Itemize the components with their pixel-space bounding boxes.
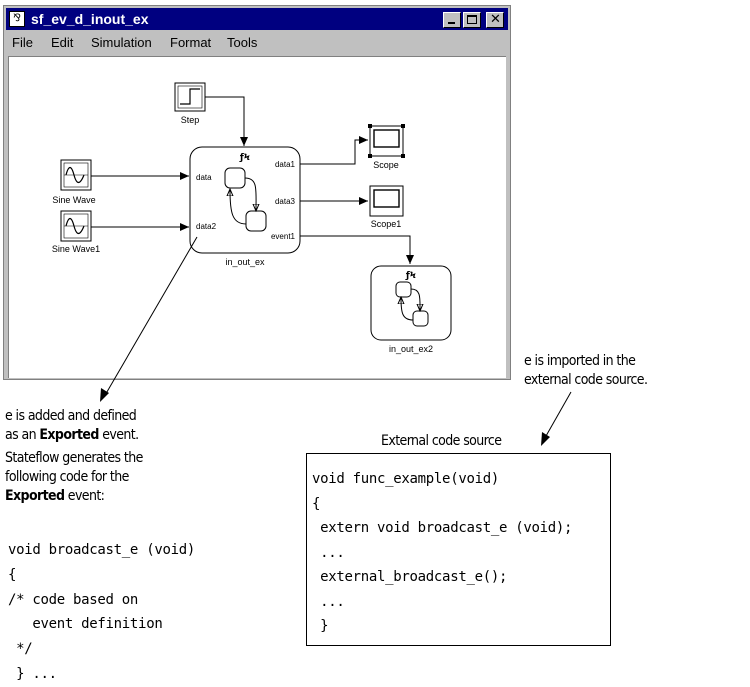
port-data: data [196, 173, 212, 182]
code-line: event definition [8, 616, 163, 633]
state-b [245, 210, 267, 232]
step-icon [180, 88, 200, 105]
menu-edit[interactable]: Edit [51, 35, 74, 50]
sine-wave1-block[interactable] [60, 210, 92, 242]
menu-tools[interactable]: Tools [227, 35, 258, 50]
generated-code-block: void broadcast_e (void) { /* code based on… [8, 538, 195, 687]
code-line: } [312, 618, 329, 634]
code-line: */ [8, 641, 33, 658]
code-line: void broadcast_e (void) [8, 542, 195, 558]
code-line: { [312, 495, 321, 512]
left-note-line3: Stateflow generates the [5, 450, 143, 466]
sine-icon [65, 217, 85, 235]
minimize-button[interactable] [443, 12, 461, 28]
callout-arrowhead-right [541, 432, 550, 446]
step-block[interactable] [174, 82, 206, 112]
callout-arrowhead-left [100, 388, 109, 402]
menu-file[interactable]: File [12, 35, 33, 50]
code-line: ... [312, 593, 345, 610]
trigger-icon: ƒϞ [405, 271, 416, 281]
port-data1: data1 [275, 160, 296, 169]
close-button[interactable]: ✕ [486, 12, 504, 28]
code-line: external_broadcast_e(); [312, 569, 508, 585]
sine-icon [65, 166, 85, 184]
menu-bar: File Edit Simulation Format Tools [6, 31, 508, 53]
chart2-label: in_out_ex2 [389, 344, 433, 354]
right-annotation: e is imported in the external code sourc… [524, 352, 648, 390]
left-note-line2: as an Exported event. [5, 427, 139, 443]
sine-wave-block[interactable] [60, 159, 92, 191]
state-a [395, 281, 412, 298]
minimize-icon [448, 22, 455, 24]
scope-label: Scope [373, 160, 399, 170]
signal-lines [91, 96, 414, 264]
step-label: Step [181, 115, 200, 125]
maximize-button[interactable] [463, 12, 481, 28]
sine-wave-label: Sine Wave [52, 195, 95, 205]
port-data3: data3 [275, 197, 296, 206]
right-note-line2: external code source. [524, 372, 648, 388]
code-line: ... [312, 544, 345, 561]
scope1-block[interactable] [369, 185, 404, 217]
left-note-line4: following code for the [5, 469, 129, 485]
state-b [412, 310, 429, 327]
left-note-line5: Exported event: [5, 488, 105, 504]
port-data2: data2 [196, 222, 217, 231]
code-line: { [8, 566, 17, 583]
scope1-label: Scope1 [371, 219, 402, 229]
menu-simulation[interactable]: Simulation [91, 35, 152, 50]
menu-format[interactable]: Format [170, 35, 212, 50]
title-bar[interactable]: ⅋ sf_ev_d_inout_ex ✕ [6, 8, 508, 30]
external-code-title: External code source [381, 433, 502, 449]
code-line: } ... [8, 665, 57, 682]
port-event1: event1 [271, 232, 296, 241]
chart-label: in_out_ex [225, 257, 265, 267]
external-code-block: void func_example(void) { extern void bro… [312, 467, 572, 639]
maximize-icon [467, 15, 477, 24]
trigger-icon: ƒϞ [239, 153, 250, 163]
left-annotation: e is added and defined as an Exported ev… [5, 407, 143, 506]
code-line: extern void broadcast_e (void); [312, 520, 573, 536]
chart-in-out-ex2[interactable]: ƒϞ [370, 265, 452, 341]
callout-line-right [545, 391, 572, 437]
callout-line-left [103, 236, 198, 398]
sine-wave1-label: Sine Wave1 [52, 244, 100, 254]
window-title: sf_ev_d_inout_ex [31, 11, 149, 27]
code-line: void func_example(void) [312, 471, 499, 487]
chart-in-out-ex[interactable]: ƒϞ [189, 146, 301, 254]
code-line: /* code based on [8, 591, 139, 608]
state-a [224, 167, 246, 189]
simulink-app-icon[interactable]: ⅋ [9, 11, 25, 27]
left-note-line1: e is added and defined [5, 408, 137, 424]
right-note-line1: e is imported in the [524, 353, 636, 369]
close-icon: ✕ [490, 12, 501, 27]
external-code-box: void func_example(void) { extern void bro… [306, 453, 611, 646]
scope-block[interactable] [368, 124, 405, 158]
